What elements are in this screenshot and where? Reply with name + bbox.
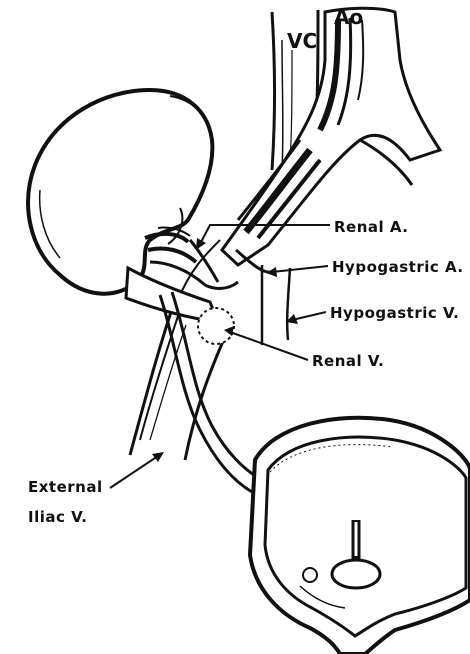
hypogastric-vein-leader: [292, 312, 326, 320]
hypogastric-artery-label: Hypogastric A.: [332, 258, 464, 276]
kidney: [28, 90, 212, 294]
external-iliac-leader: [110, 456, 158, 488]
hypogastric-vein-label: Hypogastric V.: [330, 304, 459, 322]
external-iliac-vein-label-line1: External: [28, 478, 103, 496]
hypogastric-artery-leader: [272, 266, 328, 272]
bladder: [250, 418, 470, 654]
aorta-label: Ao: [334, 5, 363, 29]
hypogastric-vein: [262, 265, 290, 345]
renal-vein-label: Renal V.: [312, 352, 384, 370]
renal-artery-label: Renal A.: [334, 218, 408, 236]
vena-cava-label: VC: [287, 29, 317, 53]
external-iliac-vein-label-line2: Iliac V.: [28, 508, 87, 526]
renal-vein-leader: [230, 332, 308, 360]
